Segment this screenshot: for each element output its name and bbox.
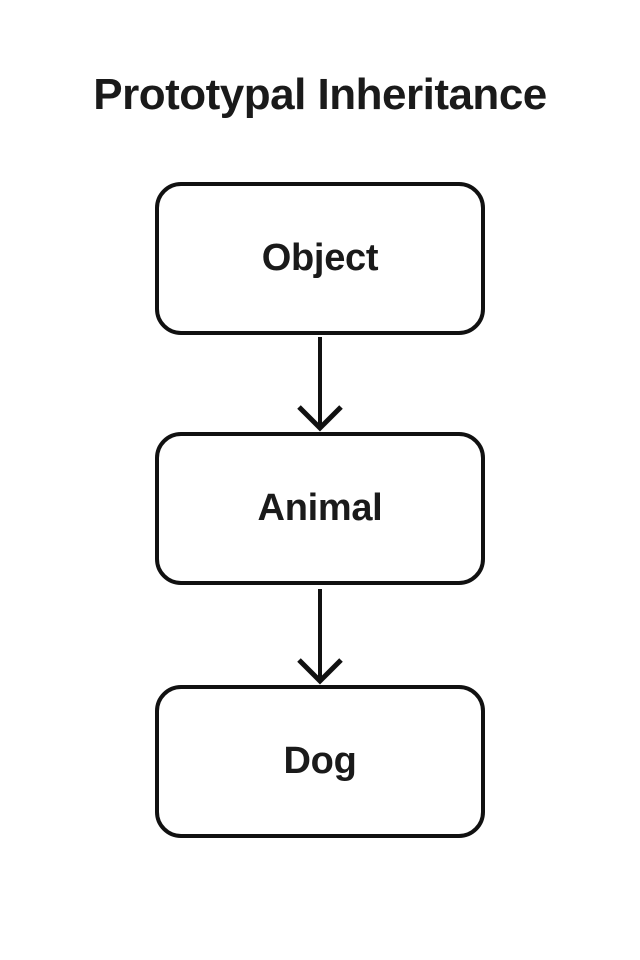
node-object: Object — [155, 182, 485, 335]
node-dog: Dog — [155, 685, 485, 838]
arrow-object-to-animal-icon — [297, 337, 343, 432]
arrow-animal-to-dog-icon — [297, 589, 343, 685]
node-dog-label: Dog — [283, 740, 357, 782]
page-title: Prototypal Inheritance — [93, 70, 547, 119]
node-animal-label: Animal — [257, 487, 383, 529]
node-object-label: Object — [261, 237, 379, 279]
node-animal: Animal — [155, 432, 485, 585]
